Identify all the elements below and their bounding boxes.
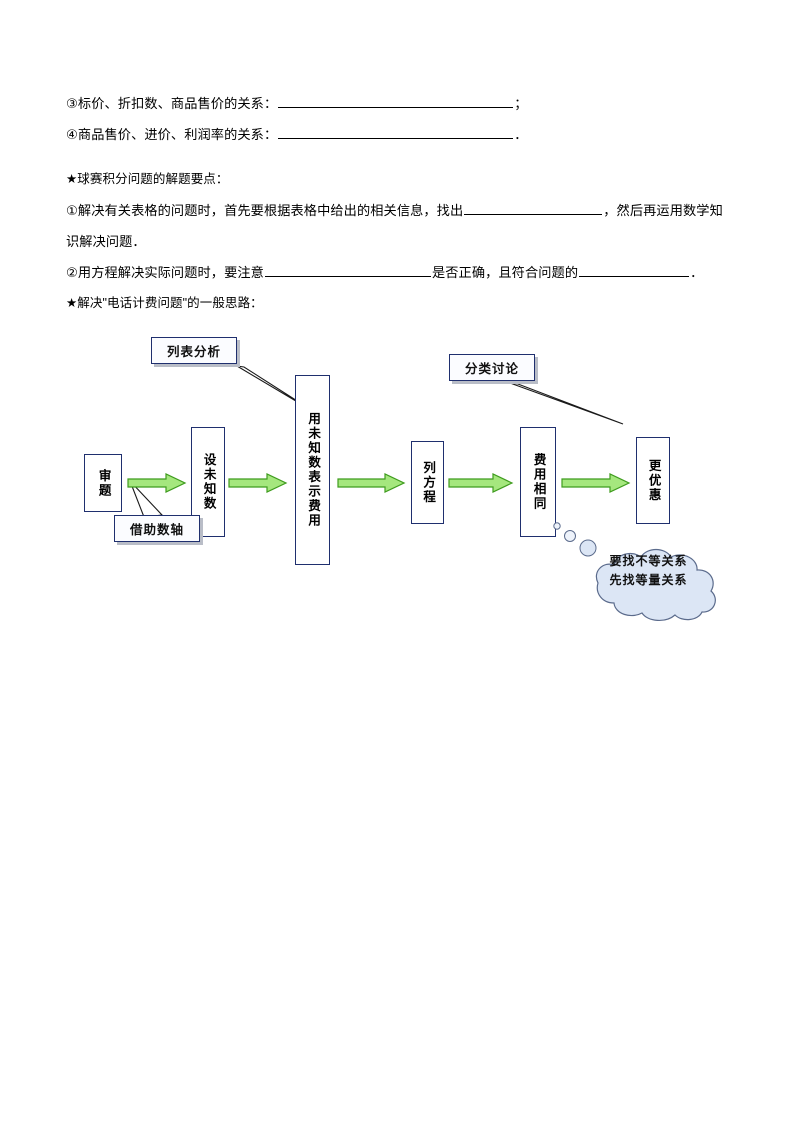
ball-item-2-text-b: 是否正确，且符合问题的 xyxy=(431,265,579,280)
paragraph-item-4: ④商品售价、进价、利润率的关系： ． xyxy=(66,119,738,150)
item-3-suffix: ； xyxy=(514,96,528,111)
ball-item-1-text-a: ①解决有关表格的问题时，首先要根据表格中给出的相关信息，找出 xyxy=(66,203,464,218)
callout-jiezhu-shuzhou[interactable]: 借助数轴 xyxy=(114,515,200,542)
document-content: ③标价、折扣数、商品售价的关系： ； ④商品售价、进价、利润率的关系： ． ★球赛积… xyxy=(66,88,738,621)
callout-fenlei-taolun-label: 分类讨论 xyxy=(464,362,519,376)
flowchart-phone-billing: 审题 设未知数 用未知数表示费用 列方程 费用相同 更优惠 列表分析 xyxy=(66,331,738,621)
ball-item-1-blank[interactable] xyxy=(464,199,603,215)
ball-item-1-text-b: ，然后再运用数学知 xyxy=(603,203,723,218)
item-3-text: ③标价、折扣数、商品售价的关系： xyxy=(66,96,278,111)
thought-bubble-line-1: 要找不等关系 xyxy=(609,554,688,568)
item-4-text: ④商品售价、进价、利润率的关系： xyxy=(66,127,278,142)
flow-arrow-5 xyxy=(561,473,631,493)
flow-node-geng-youhui-label: 更优惠 xyxy=(646,458,661,503)
item-4-blank[interactable] xyxy=(278,123,514,139)
flow-node-biaoshi-feiyong-label: 用未知数表示费用 xyxy=(306,412,321,528)
callout-fenlei-taolun[interactable]: 分类讨论 xyxy=(449,354,535,381)
paragraph-ball-item-1-cont: 识解决问题． xyxy=(66,234,146,249)
flow-node-feiyong-xiangtong[interactable]: 费用相同 xyxy=(520,427,556,537)
flow-node-geng-youhui[interactable]: 更优惠 xyxy=(636,437,670,524)
item-4-suffix: ． xyxy=(514,127,528,142)
ball-item-2-blank-2[interactable] xyxy=(579,261,690,277)
thought-bubble-line-2: 先找等量关系 xyxy=(609,573,688,587)
paragraph-item-3: ③标价、折扣数、商品售价的关系： ； xyxy=(66,88,738,119)
flow-node-lie-fangcheng[interactable]: 列方程 xyxy=(411,441,444,524)
flow-node-shenti-label: 审题 xyxy=(96,468,111,498)
paragraph-ball-item-2: ②用方程解决实际问题时，要注意 是否正确，且符合问题的 ． xyxy=(66,257,738,288)
flow-arrow-1 xyxy=(127,473,187,493)
ball-item-2-text-c: ． xyxy=(690,265,704,280)
thought-bubble-text: 要找不等关系 先找等量关系 xyxy=(566,552,731,590)
item-3-blank[interactable] xyxy=(278,92,514,108)
callout-liebiao-fenxi[interactable]: 列表分析 xyxy=(151,337,237,364)
thought-bubble-cloud xyxy=(553,522,716,621)
flow-node-biaoshi-feiyong[interactable]: 用未知数表示费用 xyxy=(295,375,330,565)
heading-ball-game: ★球赛积分问题的解题要点： xyxy=(66,172,229,186)
ball-item-2-blank-1[interactable] xyxy=(264,261,431,277)
flow-arrow-4 xyxy=(448,473,514,493)
paragraph-ball-item-1: ①解决有关表格的问题时，首先要根据表格中给出的相关信息，找出 ，然后再运用数学知 xyxy=(66,195,738,226)
callout-liebiao-fenxi-label: 列表分析 xyxy=(166,345,221,359)
flow-node-shenti[interactable]: 审题 xyxy=(84,454,122,512)
ball-item-2-text-a: ②用方程解决实际问题时，要注意 xyxy=(66,265,264,280)
heading-phone-billing: ★解决"电话计费问题"的一般思路： xyxy=(66,296,263,310)
flow-arrow-3 xyxy=(337,473,406,493)
flow-node-lie-fangcheng-label: 列方程 xyxy=(421,460,436,505)
flow-node-feiyong-xiangtong-label: 费用相同 xyxy=(531,453,546,511)
flow-node-she-weizhishu-label: 设未知数 xyxy=(201,453,216,511)
flow-arrow-2 xyxy=(228,473,288,493)
callout-jiezhu-shuzhou-label: 借助数轴 xyxy=(129,523,184,537)
